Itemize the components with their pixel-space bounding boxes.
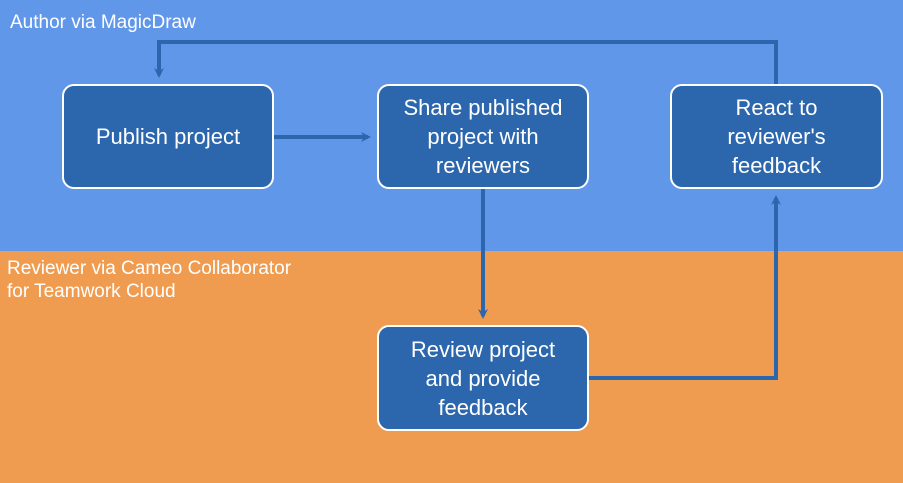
share-step-label: Share published project with reviewers xyxy=(403,95,563,178)
arrow-react-to-publish xyxy=(154,40,778,84)
react-feedback-step: React to reviewer's feedback xyxy=(670,84,883,189)
react-step-label: React to reviewer's feedback xyxy=(727,95,826,178)
publish-project-step: Publish project xyxy=(62,84,274,189)
author-lane-label: Author via MagicDraw xyxy=(10,12,196,33)
share-project-step: Share published project with reviewers xyxy=(377,84,589,189)
publish-step-label: Publish project xyxy=(95,124,241,149)
review-step-label: Review project and provide feedback xyxy=(410,336,556,420)
review-project-step: Review project and provide feedback xyxy=(377,325,589,431)
reviewer-lane-label: Reviewer via Cameo Collaborator for Team… xyxy=(7,258,292,302)
arrow-review-to-react xyxy=(589,195,781,380)
